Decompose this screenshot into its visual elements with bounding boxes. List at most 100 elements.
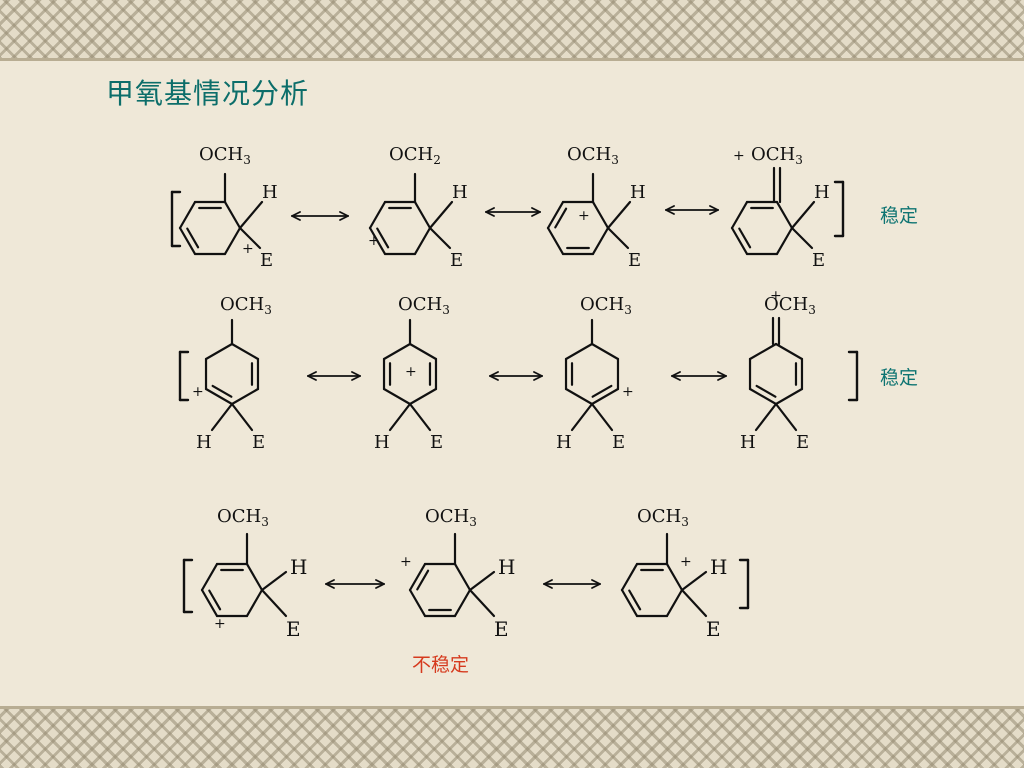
resonance-arrow-head [671, 375, 681, 381]
c-e-bond [260, 588, 288, 618]
c-h-bond [790, 200, 816, 230]
ring-double-bond [554, 207, 568, 229]
positive-charge: + [242, 241, 254, 257]
hydrogen-label: H [498, 555, 515, 579]
ring-bond [223, 226, 242, 256]
ring-bond [204, 387, 234, 406]
resonance-arrow-head [543, 583, 553, 589]
resonance-arrow-head [307, 371, 317, 377]
resonance-arrow-head [339, 211, 349, 217]
electrophile-label: E [706, 617, 721, 641]
positive-charge: + [214, 616, 226, 632]
methoxy-label: OCH3 [199, 144, 251, 167]
ring-bond [230, 387, 260, 406]
resonance-arrow-head [717, 375, 727, 381]
resonance-arrow-head [351, 375, 361, 381]
ring-double-bond [376, 227, 390, 249]
top-border-edge [0, 58, 1024, 61]
ring-bond [775, 226, 794, 256]
resonance-arrow-head [307, 375, 317, 381]
hydrogen-label: H [556, 432, 572, 453]
resonance-arrow-head [485, 207, 495, 213]
decorative-bottom-border [0, 708, 1024, 768]
unstable-label-meta: 不稳定 [412, 654, 470, 676]
resonance-arrow-head [533, 375, 543, 381]
ring-bond [368, 226, 387, 256]
decorative-top-border [0, 0, 1024, 60]
methoxy-label: OCH3 [567, 144, 619, 167]
ring-bond [748, 387, 778, 406]
ring-double-bond [208, 589, 222, 611]
hydrogen-label: H [262, 182, 278, 203]
c-h-bond [260, 570, 288, 592]
stable-label-ortho: 稳定 [880, 205, 919, 227]
methoxy-label: OCH3 [637, 506, 689, 529]
electrophile-label: E [612, 432, 625, 453]
methoxy-label: OCH3 [425, 506, 477, 529]
c-e-bond [428, 226, 452, 250]
electrophile-label: E [286, 617, 301, 641]
ring-bond [546, 226, 565, 256]
ring-double-bond [186, 227, 200, 249]
methoxy-label: OCH3 [751, 144, 803, 167]
resonance-arrow-head [717, 371, 727, 377]
ring-bond [382, 342, 412, 361]
slide-title: 甲氧基情况分析 [106, 77, 310, 110]
c-e-bond [590, 402, 614, 432]
c-e-bond [680, 588, 708, 618]
ring-bond [200, 562, 219, 592]
ring-bond [564, 342, 594, 361]
c-h-bond [210, 402, 234, 432]
hydrogen-label: H [290, 555, 307, 579]
methoxy-label: OCH3 [580, 294, 632, 317]
electrophile-label: E [252, 432, 265, 453]
resonance-arrow-head [291, 215, 301, 221]
ring-bond [178, 200, 197, 230]
resonance-arrow-head [485, 211, 495, 217]
hydrogen-label: H [740, 432, 756, 453]
ring-bond [245, 562, 264, 592]
c-h-bond [238, 200, 264, 230]
ring-double-bond [755, 384, 777, 398]
resonance-arrow-head [665, 205, 675, 211]
resonance-arrow-head [533, 371, 543, 377]
ring-bond [408, 387, 438, 406]
resonance-arrow-head [665, 209, 675, 215]
ring-bond [223, 200, 242, 230]
resonance-arrow-head [351, 371, 361, 377]
resonance-arrow-head [709, 209, 719, 215]
resonance-arrow-head [291, 211, 301, 217]
ring-bond [665, 562, 684, 592]
ring-bond [408, 342, 438, 361]
ring-bond [204, 342, 234, 361]
hydrogen-label: H [452, 182, 468, 203]
c-h-bond [468, 570, 496, 592]
ring-bond [591, 200, 610, 230]
ring-bond [382, 387, 412, 406]
ring-bond [408, 562, 427, 592]
ring-bond [748, 342, 778, 361]
hydrogen-label: H [814, 182, 830, 203]
ring-bond [774, 342, 804, 361]
positive-charge: + [680, 554, 692, 570]
ring-double-bond [211, 384, 233, 398]
resonance-arrow-head [591, 583, 601, 589]
methoxy-label: OCH3 [398, 294, 450, 317]
resonance-arrow-head [591, 579, 601, 585]
ring-bond [564, 387, 594, 406]
c-h-bond [570, 402, 594, 432]
hydrogen-label: H [374, 432, 390, 453]
resonance-arrow-head [489, 375, 499, 381]
stable-label-para: 稳定 [880, 367, 919, 389]
ring-bond [620, 562, 639, 592]
ring-bond [774, 387, 804, 406]
resonance-arrow-head [531, 207, 541, 213]
ring-bond [775, 200, 794, 230]
resonance-arrow-head [375, 579, 385, 585]
ring-bond [620, 588, 639, 618]
c-h-bond [388, 402, 412, 432]
ring-bond [453, 562, 472, 592]
